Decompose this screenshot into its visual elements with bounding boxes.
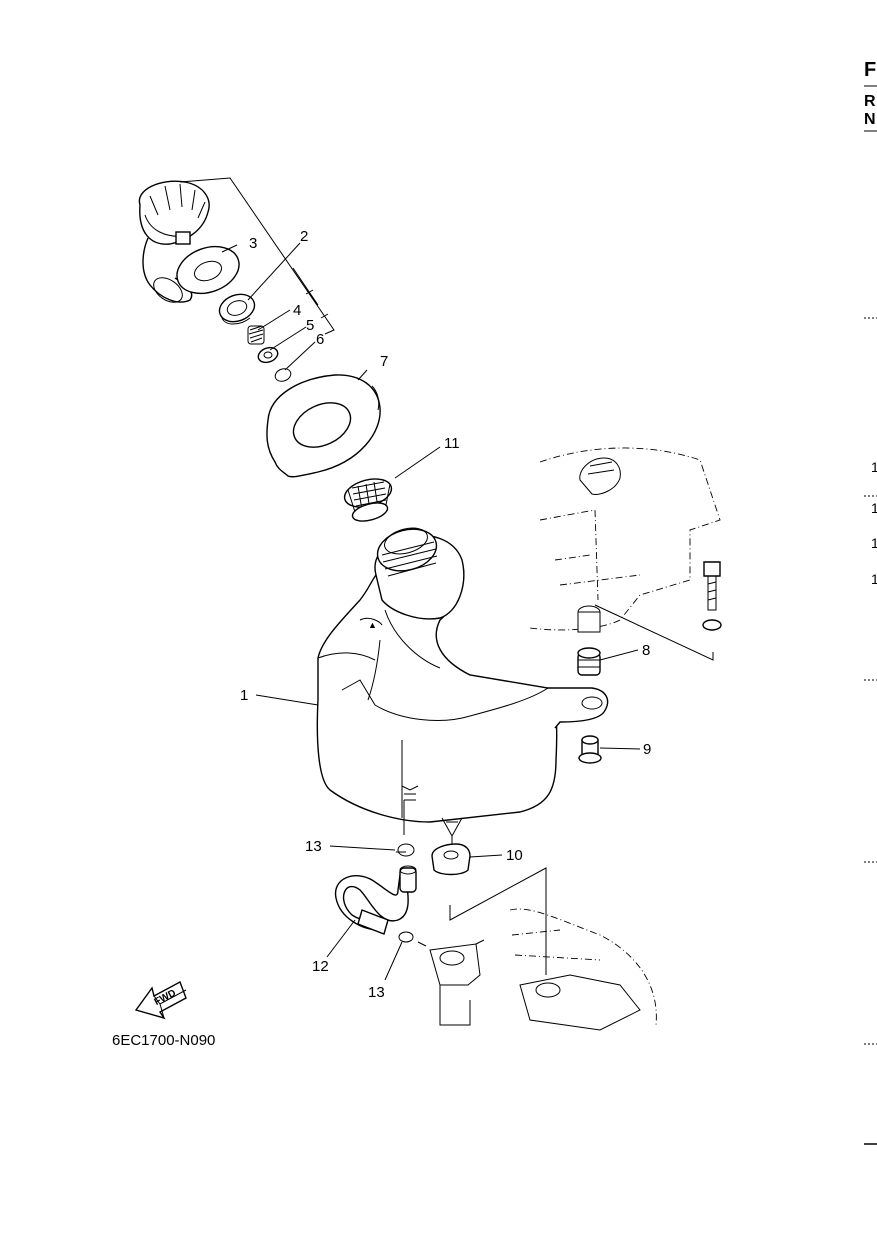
callout-11: 11	[444, 435, 460, 452]
callout-10: 10	[506, 847, 523, 864]
callout-7: 7	[380, 353, 388, 370]
callout-5: 5	[306, 317, 314, 334]
edge-cut-digit-4: 1	[871, 571, 877, 587]
callout-4: 4	[293, 302, 301, 319]
strainer-part-11	[343, 478, 393, 522]
right-edge-strip: F R N 1 1 1 1	[864, 59, 877, 1145]
gasket-ring-part-3	[176, 245, 240, 295]
tank-cover-part-7	[266, 374, 381, 478]
callout-6: 6	[316, 331, 324, 348]
edge-row-letter-2: N	[864, 111, 876, 128]
fuel-tank-part-1: ▲	[316, 527, 609, 838]
spring-part-4	[247, 325, 265, 345]
valve-body-part-2	[218, 293, 256, 325]
edge-row-letter-1: R	[864, 93, 876, 110]
callout-13-upper: 13	[305, 838, 322, 855]
fuel-hose-part-12	[334, 865, 417, 935]
engine-mount-reference	[529, 447, 722, 661]
fuel-cap	[138, 180, 210, 303]
drawing-code: 6EC1700-N090	[112, 1032, 215, 1049]
grommet-part-8	[577, 647, 601, 676]
bottom-bracket-reference	[449, 867, 657, 1031]
edge-cut-digit-3: 1	[871, 535, 877, 551]
leader-lines	[221, 242, 641, 981]
callout-labels: 1 2 3 4 5 6 7 8 9 10 11 12 13 13	[240, 228, 651, 1001]
hose-clip-upper-part-13	[396, 843, 415, 857]
fwd-arrow-icon: FWD	[134, 981, 187, 1020]
callout-12: 12	[312, 958, 329, 975]
edge-cut-digit-2: 1	[871, 500, 877, 516]
grommet-part-10	[431, 843, 471, 876]
washer-part-5	[257, 346, 279, 364]
callout-8: 8	[642, 642, 650, 659]
svg-text:▲: ▲	[368, 620, 377, 630]
clip-ring-part-6	[274, 368, 292, 382]
collar-part-9	[578, 735, 602, 764]
edge-cut-digit-1: 1	[871, 459, 877, 475]
edge-header-letter: F	[864, 59, 876, 81]
fuel-cock-reference	[417, 939, 485, 1026]
callout-3: 3	[249, 235, 257, 252]
callout-9: 9	[643, 741, 651, 758]
callout-1: 1	[240, 687, 248, 704]
callout-13-lower: 13	[368, 984, 385, 1001]
hose-clip-lower-part-13	[398, 931, 414, 943]
callout-2: 2	[300, 228, 308, 245]
